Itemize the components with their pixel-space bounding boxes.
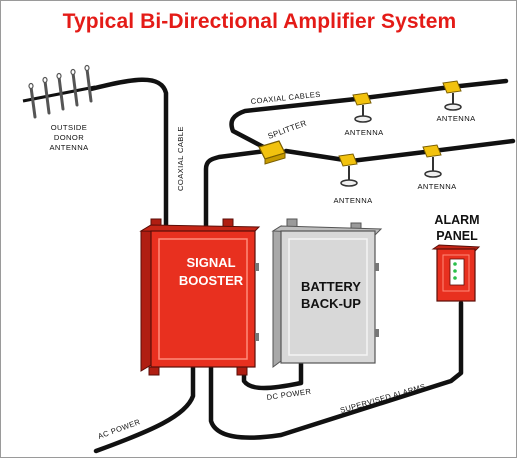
splitter-icon (258, 140, 286, 165)
signal-booster-cabinet (139, 218, 261, 376)
lower-coax-run (283, 138, 516, 164)
antenna-icon (352, 92, 372, 123)
signal-booster-label-line1: SIGNAL (186, 255, 235, 270)
signal-booster-label-line2: BOOSTER (179, 273, 244, 288)
donor-coax-cable (88, 77, 169, 232)
ac-power-cable (93, 363, 196, 454)
antenna-label-1: ANTENNA (344, 128, 384, 137)
donor-antenna-label-line3: ANTENNA (49, 143, 89, 152)
antenna-label-4: ANTENNA (417, 182, 457, 191)
supervised-alarms-label: SUPERVISED ALARMS (339, 382, 427, 415)
antenna-icon (442, 80, 462, 111)
donor-antenna-label-line1: OUTSIDE (51, 123, 88, 132)
splitter-label: SPLITTER (267, 119, 308, 141)
booster-splitter-cable (203, 148, 269, 236)
supervised-alarms-cable (208, 300, 464, 440)
coaxial-cable-label: COAXIAL CABLE (176, 126, 185, 191)
battery-backup-label-line1: BATTERY (301, 279, 361, 294)
alarm-panel-box (431, 244, 481, 302)
diagram-title: Typical Bi-Directional Amplifier System (62, 10, 457, 33)
donor-antenna-icon (22, 64, 96, 119)
battery-backup-label-line2: BACK-UP (301, 296, 361, 311)
donor-antenna-label-line2: DONOR (54, 133, 84, 142)
dc-power-cable (241, 360, 304, 391)
antenna-icon (422, 144, 442, 178)
cables (88, 77, 516, 454)
antenna-label-3: ANTENNA (333, 196, 373, 205)
antenna-icon (338, 153, 358, 187)
upper-coax-run (229, 78, 509, 154)
antenna-label-2: ANTENNA (436, 114, 476, 123)
alarm-panel-label-line1: ALARM (434, 213, 479, 227)
battery-backup-cabinet (271, 218, 383, 368)
alarm-panel-label-line2: PANEL (436, 229, 478, 243)
